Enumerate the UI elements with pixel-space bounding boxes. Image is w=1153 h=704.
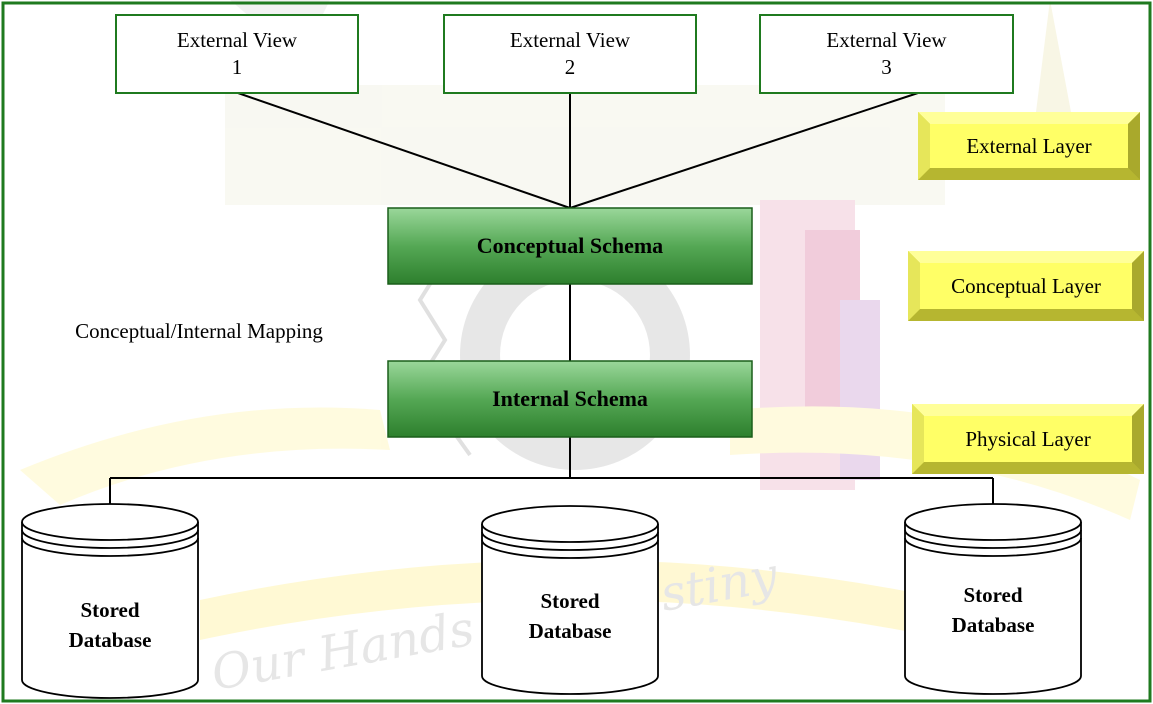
- stored-database-1-cylinder: [21, 503, 199, 699]
- stored-database-2-label: Stored Database: [482, 586, 658, 646]
- external-layer-label: External Layer: [966, 134, 1092, 158]
- external-view-3-label: External View 3: [760, 27, 1013, 81]
- physical-layer-label: Physical Layer: [965, 427, 1091, 451]
- physical-layer-plaque: [912, 404, 1144, 474]
- internal-schema-box: [387, 360, 753, 438]
- external-view-3-title: External View: [826, 28, 947, 52]
- stored-database-1-line1: Stored: [80, 598, 140, 622]
- conceptual-schema-box: [387, 207, 753, 285]
- connector-lines: [109, 92, 994, 505]
- conceptual-layer-label: Conceptual Layer: [951, 274, 1101, 298]
- stored-database-3-label: Stored Database: [905, 580, 1081, 640]
- view3-connector: [569, 92, 919, 209]
- stored-database-1-line2: Database: [68, 628, 152, 652]
- external-view-2-number: 2: [564, 55, 576, 79]
- external-layer-plaque: [918, 112, 1140, 180]
- stored-database-1-label: Stored Database: [22, 595, 198, 655]
- stored-database-3-line1: Stored: [963, 583, 1023, 607]
- external-view-2-title: External View: [509, 28, 631, 52]
- external-view-2-label: External View 2: [444, 27, 696, 81]
- stored-database-2-cylinder: [481, 505, 659, 695]
- view1-connector: [237, 92, 571, 209]
- stored-database-3-cylinder: [904, 503, 1082, 695]
- conceptual-schema-label: Conceptual Schema: [476, 233, 664, 258]
- stored-database-2-line2: Database: [528, 619, 612, 643]
- stored-database-2-line1: Stored: [540, 589, 600, 613]
- conceptual-layer-plaque: [908, 251, 1144, 321]
- external-view-1-title: External View: [176, 28, 298, 52]
- external-view-1-box: [115, 14, 359, 94]
- mapping-label-box: [20, 294, 378, 368]
- external-view-1-label: External View 1: [116, 27, 358, 81]
- external-view-3-box: [759, 14, 1014, 94]
- external-view-2-box: [443, 14, 697, 94]
- conceptual-internal-mapping-label: Conceptual/Internal Mapping: [75, 319, 323, 343]
- external-view-3-number: 3: [881, 55, 892, 79]
- stored-database-3-line2: Database: [951, 613, 1035, 637]
- internal-schema-label: Internal Schema: [492, 386, 648, 411]
- external-view-1-number: 1: [231, 55, 243, 79]
